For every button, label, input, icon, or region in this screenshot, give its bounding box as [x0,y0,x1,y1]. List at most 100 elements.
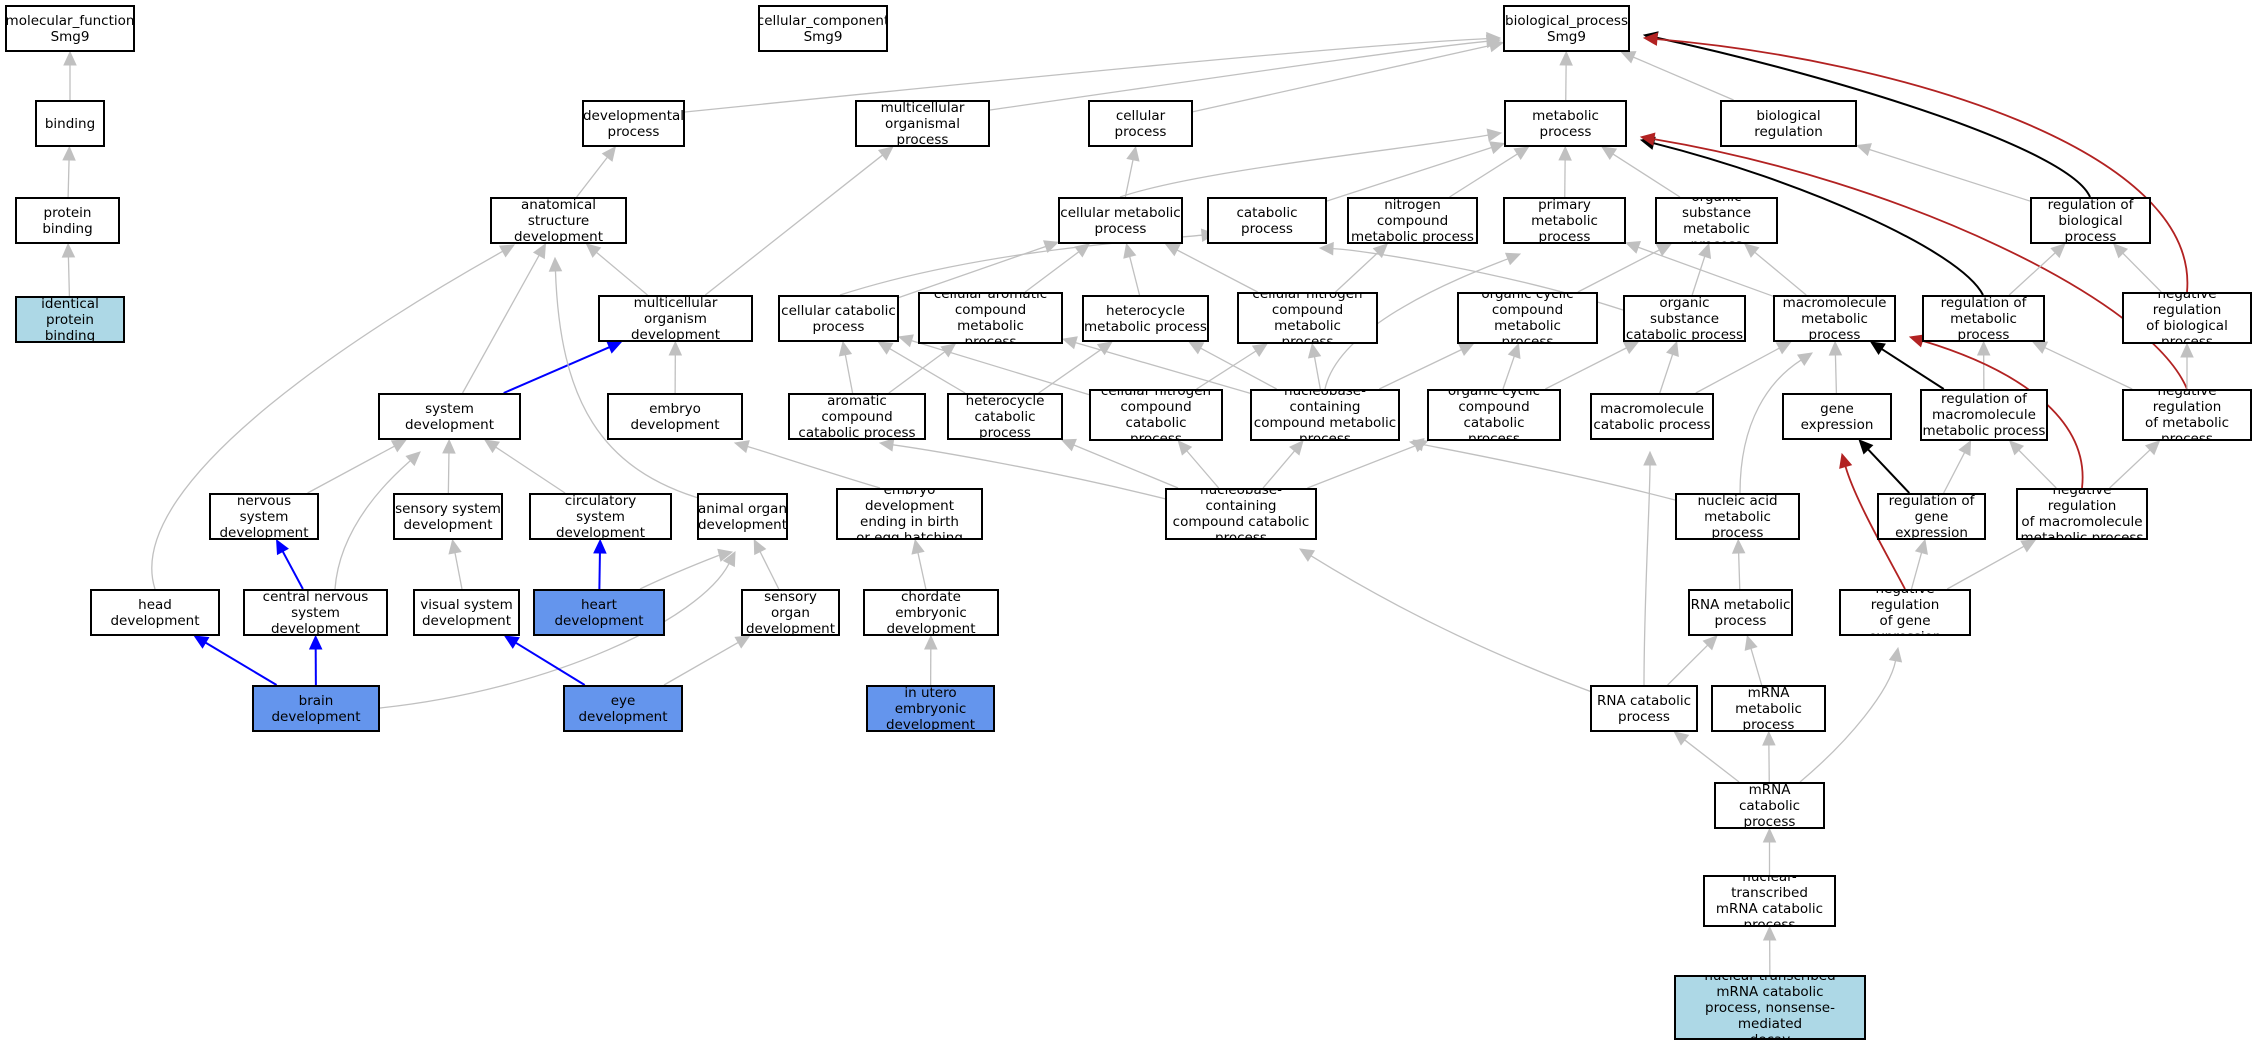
go-term-sensory-system-development[interactable]: sensory system development [393,493,503,540]
go-term-cellular-metabolic-process[interactable]: cellular metabolic process [1058,197,1183,244]
go-term-nuclear-transcribed-mrna-catabolic-process-nmd[interactable]: nuclear-transcribed mRNA catabolic proce… [1674,975,1866,1040]
go-term-nuclear-transcribed-mrna-catabolic-process[interactable]: nuclear-transcribed mRNA catabolic proce… [1703,875,1836,927]
edge-is-a [1119,128,1503,198]
edge-is-a [1262,440,1304,489]
go-term-regulation-of-gene-expression[interactable]: regulation of gene expression [1877,493,1986,540]
edge-part-of [308,634,323,686]
edge-is-a [668,340,683,394]
go-term-chordate-embryonic-development[interactable]: chordate embryonic development [863,589,999,636]
go-term-cellular-catabolic-process[interactable]: cellular catabolic process [778,295,899,342]
edge-is-a [1124,145,1140,198]
go-term-mf[interactable]: molecular_function Smg9 [5,5,135,52]
go-term-head-development[interactable]: head development [90,589,220,636]
go-term-cc[interactable]: cellular_component Smg9 [758,5,888,52]
go-term-system-development[interactable]: system development [378,393,521,440]
go-term-eye-development[interactable]: eye development [563,685,683,732]
go-term-organic-cyclic-compound-metabolic-process[interactable]: organic cyclic compound metabolic proces… [1457,292,1598,344]
go-term-animal-organ-development[interactable]: animal organ development [697,493,788,540]
go-term-mrna-metabolic-process[interactable]: mRNA metabolic process [1711,685,1826,732]
go-term-cellular-nitrogen-compound-metabolic-process[interactable]: cellular nitrogen compound metabolic pro… [1237,292,1378,344]
edge-is-a [1061,336,1251,394]
go-term-rna-catabolic-process[interactable]: RNA catabolic process [1590,685,1698,732]
go-term-multicellular-organismal-process[interactable]: multicellular organismal process [855,100,990,147]
edge-is-a [334,451,421,590]
go-term-identical-protein-binding[interactable]: identical protein binding [15,296,125,343]
go-term-organic-substance-catabolic-process[interactable]: organic substance catabolic process [1623,295,1746,342]
edge-is-a [888,343,957,394]
go-term-regulation-of-macromolecule-metabolic-process[interactable]: regulation of macromolecule metabolic pr… [1920,389,2048,441]
edge-is-a [704,146,894,296]
go-term-central-nervous-system-development[interactable]: central nervous system development [243,589,388,636]
go-term-biological-regulation[interactable]: biological regulation [1720,100,1857,147]
go-term-binding[interactable]: binding [35,100,105,147]
edge-part-of [193,635,278,686]
go-term-regulation-of-biological-process[interactable]: regulation of biological process [2030,197,2151,244]
go-term-embryo-development[interactable]: embryo development [607,393,743,440]
go-term-cellular-process[interactable]: cellular process [1088,100,1193,147]
go-term-protein-binding[interactable]: protein binding [15,197,120,244]
edge-is-a [1558,145,1572,198]
go-term-visual-system-development[interactable]: visual system development [413,589,520,636]
edge-is-a [379,550,736,709]
edge-is-a [462,242,547,394]
go-term-cellular-aromatic-compound-metabolic-process[interactable]: cellular aromatic compound metabolic pro… [918,292,1063,344]
edge-is-a [2008,243,2066,296]
go-term-macromolecule-catabolic-process[interactable]: macromolecule catabolic process [1590,393,1714,440]
go-term-heart-development[interactable]: heart development [533,589,665,636]
go-term-cellular-nitrogen-compound-catabolic-process[interactable]: cellular nitrogen compound catabolic pro… [1089,389,1223,441]
go-term-nucleobase-containing-compound-catabolic-process[interactable]: nucleobase-containing compound catabolic… [1165,488,1317,540]
edge-is-a [307,439,407,494]
edge-is-a [1192,38,1505,113]
go-term-rna-metabolic-process[interactable]: RNA metabolic process [1688,589,1793,636]
edge-is-a [1744,634,1763,686]
go-term-metabolic-process[interactable]: metabolic process [1504,100,1627,147]
go-term-developmental-process[interactable]: developmental process [582,100,685,147]
edge-negatively-regulates [1642,32,2189,293]
edge-part-of [593,538,607,590]
edge-is-a [1601,146,1681,198]
go-term-gene-expression[interactable]: gene expression [1782,393,1892,440]
go-term-negative-regulation-of-gene-expression[interactable]: negative regulation of gene expression [1839,589,1971,636]
go-term-regulation-of-metabolic-process[interactable]: regulation of metabolic process [1922,295,2045,342]
go-term-heterocycle-catabolic-process[interactable]: heterocycle catabolic process [947,393,1063,440]
go-term-aromatic-compound-catabolic-process[interactable]: aromatic compound catabolic process [788,393,926,440]
edge-is-a [838,340,854,394]
go-term-sensory-organ-development[interactable]: sensory organ development [741,589,840,636]
edge-is-a [2180,342,2194,389]
go-term-bp[interactable]: biological_process Smg9 [1503,5,1630,52]
go-term-negative-regulation-of-metabolic-process[interactable]: negative regulation of metabolic process [2122,389,2252,441]
go-term-mrna-catabolic-process[interactable]: mRNA catabolic process [1714,782,1825,829]
go-term-multicellular-organism-development[interactable]: multicellular organism development [598,295,753,342]
edge-is-a [1743,243,1807,296]
go-term-organic-cyclic-compound-catabolic-process[interactable]: organic cyclic compound catabolic proces… [1427,389,1561,441]
go-term-anatomical-structure-development[interactable]: anatomical structure development [490,197,627,244]
go-term-negative-regulation-of-biological-process[interactable]: negative regulation of biological proces… [2122,292,2252,344]
edge-is-a [1943,439,1972,494]
edge-part-of [276,538,304,590]
go-term-nitrogen-compound-metabolic-process[interactable]: nitrogen compound metabolic process [1347,197,1478,244]
edge-is-a [1326,141,1506,202]
go-term-embryo-development-ending-in-birth[interactable]: embryo development ending in birth or eg… [836,488,983,540]
go-term-macromolecule-metabolic-process[interactable]: macromolecule metabolic process [1773,295,1896,342]
go-term-heterocycle-metabolic-process[interactable]: heterocycle metabolic process [1082,295,1209,342]
go-term-negative-regulation-of-macromolecule-metabolic-process[interactable]: negative regulation of macromolecule met… [2016,488,2148,540]
edge-negatively-regulates [1639,132,2188,390]
go-term-circulatory-system-development[interactable]: circulatory system development [529,493,672,540]
go-term-nervous-system-development[interactable]: nervous system development [209,493,319,540]
edge-is-a [1335,243,1389,293]
edge-is-a [61,242,76,297]
edge-is-a [1177,440,1220,489]
go-term-organic-substance-metabolic-process[interactable]: organic substance metabolic process [1655,197,1778,244]
go-term-brain-development[interactable]: brain development [252,685,380,732]
go-term-primary-metabolic-process[interactable]: primary metabolic process [1503,197,1626,244]
go-term-nucleic-acid-metabolic-process[interactable]: nucleic acid metabolic process [1675,493,1800,540]
go-term-catabolic-process[interactable]: catabolic process [1207,197,1327,244]
go-term-nucleobase-containing-compound-metabolic-process[interactable]: nucleobase-containing compound metabolic… [1250,389,1400,441]
edge-is-a [1324,252,1522,390]
edge-is-a [663,635,751,686]
go-term-in-utero-embryonic-development[interactable]: in utero embryonic development [866,685,995,732]
edge-is-a [1946,539,2037,590]
edge-regulates [1869,341,1945,390]
